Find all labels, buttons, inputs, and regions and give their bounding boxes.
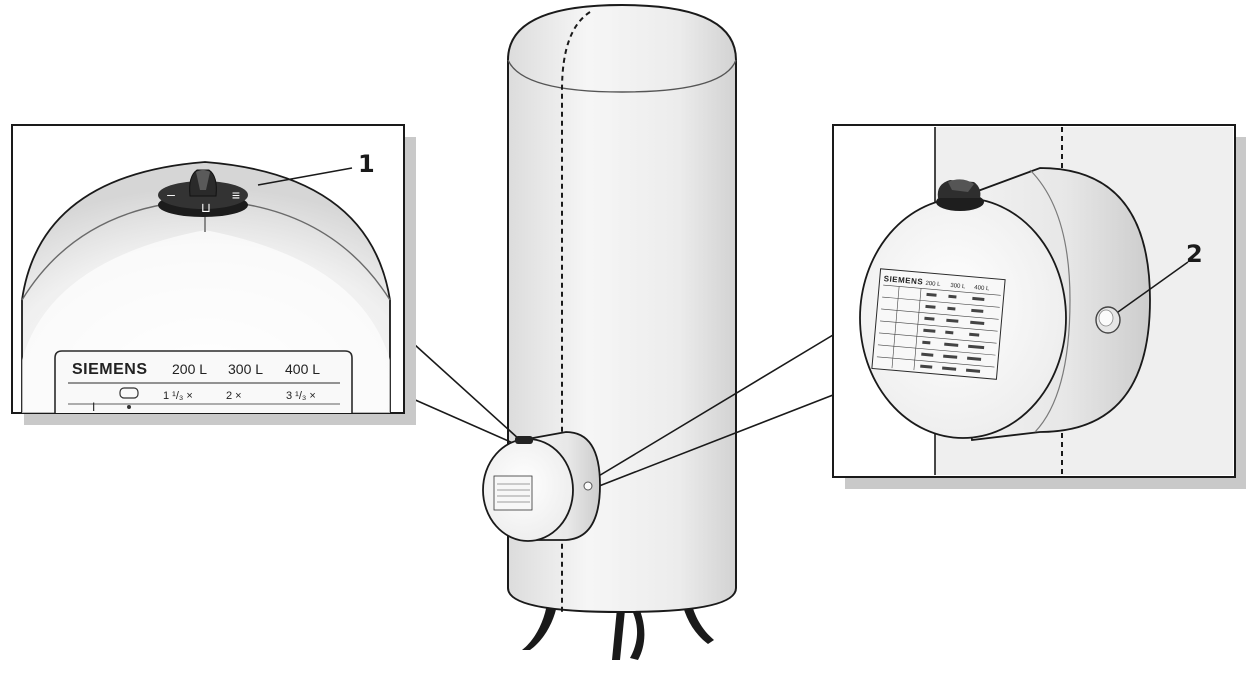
plate-capacity-200: 200 L <box>172 361 207 377</box>
plate-row-value-3: 3 ¹/₃ × <box>286 390 316 402</box>
small-rating-plate <box>493 475 533 511</box>
knob-mark-left: – <box>167 186 175 202</box>
bathtub-icon <box>119 387 139 399</box>
callout-1-leader <box>257 167 353 186</box>
plate-capacity-400-detail: 400 L <box>974 285 990 292</box>
plate-capacity-300-detail: 300 L <box>950 283 966 290</box>
knob-mark-center: ⊔ <box>201 200 211 215</box>
plate-brand: SIEMENS <box>72 361 148 378</box>
plate-row-label: I <box>92 400 95 414</box>
plate-row-value-1: 1 ¹/₃ × <box>163 390 193 402</box>
knob-mark-right: ≡ <box>232 187 240 203</box>
plate-capacity-400: 400 L <box>285 361 320 377</box>
callout-2-leader <box>1117 261 1189 313</box>
indicator-light <box>1095 306 1121 334</box>
rating-plate-large: SIEMENS 200 L 300 L 400 L I 1 ¹/₃ × 2 × … <box>54 350 353 414</box>
thermostat-housing-small <box>482 431 601 542</box>
detail-panel-indicator: SIEMENS 200 L 300 L 400 L <box>832 124 1246 489</box>
small-indicator-light <box>583 481 593 491</box>
callout-1: 1 <box>358 150 375 178</box>
tank-seam <box>561 11 591 612</box>
callout-2: 2 <box>1186 240 1203 268</box>
plate-row-value-2: 2 × <box>226 390 242 402</box>
temperature-knob-detail <box>936 179 984 211</box>
rating-plate-detail: SIEMENS 200 L 300 L 400 L <box>871 268 1006 380</box>
plate-capacity-300: 300 L <box>228 361 263 377</box>
temperature-knob: – ⊔ ≡ <box>158 169 248 217</box>
detail-panel-knob: – ⊔ ≡ SIEMENS 200 L 300 L 400 L I 1 ¹/₃ … <box>11 124 416 425</box>
plate-capacity-200-detail: 200 L <box>925 281 941 288</box>
drop-icon <box>127 405 131 409</box>
plate-brand-detail: SIEMENS <box>883 274 923 286</box>
zoom-leader-lines <box>403 334 834 489</box>
